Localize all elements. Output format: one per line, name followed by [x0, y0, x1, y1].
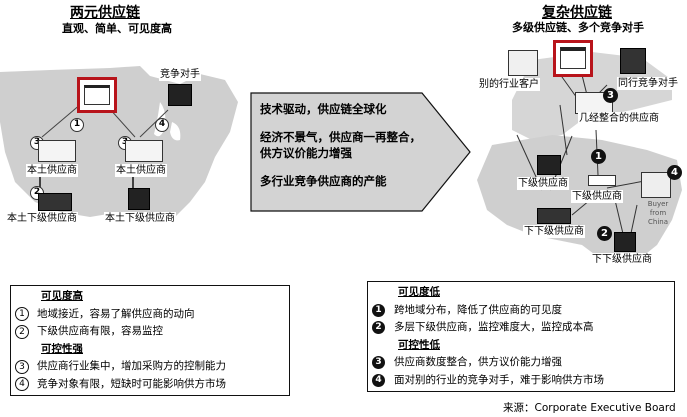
sub-supplier-b-factory-icon	[128, 188, 150, 210]
item-text: 供应商数度整合，供方议价能力增强	[394, 356, 562, 368]
driver-1: 技术驱动，供应链全球化	[260, 102, 387, 116]
marker-icon: 2	[372, 321, 385, 335]
left-competitor-label: 竞争对手	[159, 68, 201, 81]
buyer-caption: Buyer from China	[647, 200, 669, 226]
list-item: 4 竞争对象有限，短缺时可能影响供方市场	[15, 376, 285, 394]
item-text: 多层下级供应商，监控难度大，监控成本高	[394, 321, 594, 333]
list-item: 3 供应商数度整合，供方议价能力增强	[372, 354, 670, 372]
right-company-building-icon	[560, 47, 586, 69]
list-item: 2 多层下级供应商，监控难度大，监控成本高	[372, 319, 670, 337]
left-subtitle: 直观、简单、可见度高	[62, 22, 172, 35]
control-strong-heading: 可控性强	[41, 342, 83, 355]
item-text: 地域接近，容易了解供应商的动向	[37, 307, 195, 320]
right-title: 复杂供应链	[542, 5, 612, 21]
marker-icon: 3	[15, 359, 29, 374]
other-industry-customer-icon	[508, 50, 538, 76]
supplier-b-label: 本土供应商	[115, 164, 167, 177]
supplier-b-building-icon	[125, 140, 163, 162]
other-industry-customer-label: 别的行业客户	[478, 78, 540, 91]
right-sub-sub-supplier-b-label: 下下级供应商	[591, 253, 653, 266]
marker-icon: 1	[372, 303, 385, 317]
sub-supplier-b-icon	[588, 175, 616, 186]
driver-3: 多行业竞争供应商的产能	[260, 174, 387, 188]
item-text: 跨地域分布，降低了供应商的可见度	[394, 303, 562, 316]
peer-competitor-icon	[620, 48, 646, 74]
supplier-a-building-icon	[38, 140, 76, 162]
company-node	[77, 77, 117, 113]
right-sub-supplier-b-label: 下级供应商	[571, 190, 623, 203]
right-sub-supplier-a-label: 下级供应商	[517, 177, 569, 190]
control-low-heading: 可控性低	[398, 338, 440, 351]
marker-icon: 4	[372, 373, 385, 387]
item-text: 供应商行业集中，增加采购方的控制能力	[37, 360, 226, 372]
visibility-low-heading: 可见度低	[398, 286, 440, 298]
sub-supplier-b-label: 本土下级供应商	[104, 212, 176, 225]
company-building-icon	[84, 85, 110, 105]
marker-3-solid: 3	[603, 88, 618, 103]
marker-4-solid: 4	[667, 165, 682, 180]
sub-supplier-a-factory-icon	[38, 193, 72, 211]
source-caption: 来源：Corporate Executive Board	[503, 402, 676, 414]
left-title: 两元供应链	[70, 5, 140, 21]
marker-icon: 1	[15, 307, 29, 322]
driver-2: 经济不景气，供应商一再整合，供方议价能力增强	[260, 130, 421, 160]
marker-1-solid: 1	[591, 149, 606, 164]
item-text: 竞争对象有限，短缺时可能影响供方市场	[37, 377, 226, 390]
list-item: 4 面对别的行业的竞争对手，难于影响供方市场	[372, 372, 670, 390]
sub-supplier-a-label: 本土下级供应商	[6, 212, 78, 225]
buyer-building-icon	[641, 172, 671, 198]
marker-icon: 3	[372, 356, 385, 370]
complex-chain-summary-box: 可见度低 1 跨地域分布，降低了供应商的可见度 2 多层下级供应商，监控难度大，…	[367, 281, 675, 392]
list-item: 3 供应商行业集中，增加采购方的控制能力	[15, 358, 285, 376]
arrow-shape	[250, 92, 471, 212]
marker-1: 1	[70, 118, 84, 132]
list-item: 1 地域接近，容易了解供应商的动向	[15, 306, 285, 324]
item-text: 下级供应商有限，容易监控	[37, 325, 163, 337]
right-company-node	[553, 40, 593, 77]
marker-2-solid: 2	[597, 226, 612, 241]
marker-icon: 2	[15, 324, 29, 339]
consolidated-supplier-label: 几经整合的供应商	[578, 112, 660, 125]
right-subtitle: 多级供应链、多个竞争对手	[512, 21, 644, 34]
item-text: 面对别的行业的竞争对手，难于影响供方市场	[394, 373, 604, 386]
supplier-a-label: 本土供应商	[26, 164, 78, 177]
marker-icon: 4	[15, 377, 29, 392]
drivers-arrow: 技术驱动，供应链全球化 经济不景气，供应商一再整合，供方议价能力增强 多行业竞争…	[250, 92, 472, 212]
marker-4: 4	[155, 118, 169, 132]
peer-competitor-label: 同行竞争对手	[617, 77, 679, 90]
binary-chain-summary-box: 可见度高 1 地域接近，容易了解供应商的动向 2 下级供应商有限，容易监控 可控…	[10, 285, 290, 396]
competitor-building-icon	[168, 84, 192, 106]
list-item: 1 跨地域分布，降低了供应商的可见度	[372, 302, 670, 320]
list-item: 2 下级供应商有限，容易监控	[15, 323, 285, 341]
visibility-high-heading: 可见度高	[41, 290, 83, 302]
sub-sub-supplier-a-icon	[537, 208, 571, 224]
sub-sub-supplier-b-factory-icon	[614, 232, 636, 252]
right-sub-sub-supplier-a-label: 下下级供应商	[523, 225, 585, 238]
sub-supplier-factory-icon	[537, 155, 561, 175]
